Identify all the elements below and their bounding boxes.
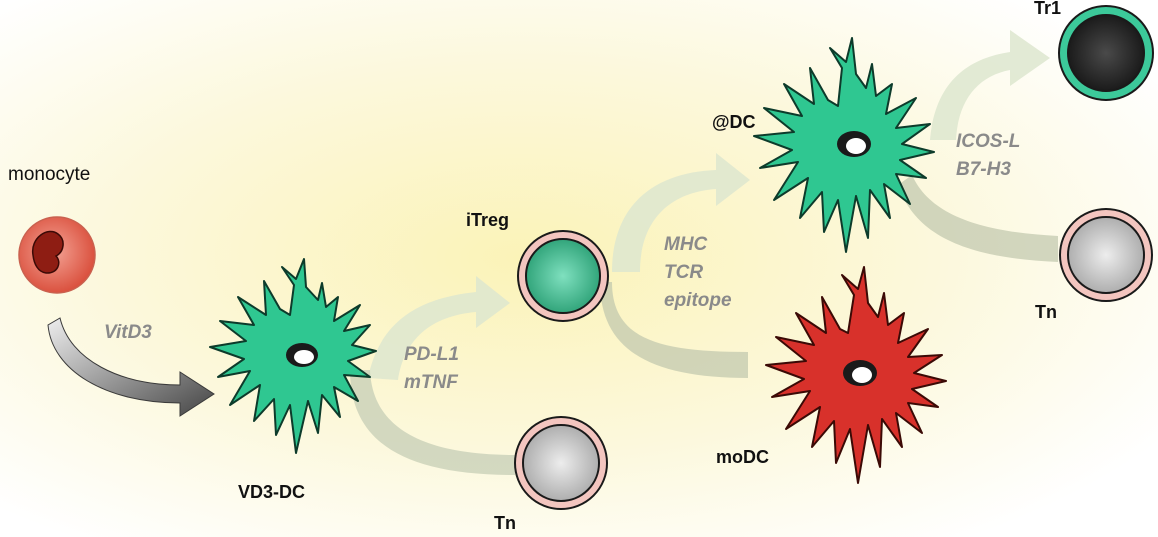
- label-epitope: epitope: [664, 290, 732, 311]
- label-tn-right: Tn: [1035, 302, 1057, 322]
- arrow-itreg-to-modc: [600, 282, 748, 378]
- atdc-cell: [753, 37, 935, 253]
- label-vitd3: VitD3: [104, 322, 152, 343]
- arrow-vd3dc-to-itreg: [368, 276, 510, 380]
- label-tn-bottom: Tn: [494, 513, 516, 533]
- label-vd3dc: VD3-DC: [238, 482, 305, 502]
- arrow-itreg-to-atdc: [612, 153, 750, 272]
- label-itreg: iTreg: [466, 210, 509, 230]
- itreg-cell: [517, 230, 609, 322]
- monocyte-cell: [18, 216, 96, 294]
- arrow-vd3dc-to-tn: [350, 370, 515, 475]
- label-pdl1: PD-L1: [404, 344, 459, 365]
- label-modc: moDC: [716, 447, 769, 467]
- vd3-dc-cell: [209, 258, 377, 454]
- label-atdc: @DC: [712, 112, 756, 132]
- label-tcr: TCR: [664, 262, 703, 283]
- label-mtnf: mTNF: [404, 372, 459, 393]
- label-monocyte: monocyte: [8, 164, 90, 185]
- vitd3-arrow: [47, 317, 215, 417]
- tn-cell-bottom: [514, 416, 608, 510]
- arrow-atdc-to-tn: [898, 175, 1058, 262]
- label-tr1: Tr1: [1034, 0, 1061, 18]
- modc-cell: [765, 266, 947, 484]
- label-mhc: MHC: [664, 234, 708, 255]
- label-b7h3: B7-H3: [956, 159, 1011, 180]
- arrow-atdc-to-tr1: [930, 30, 1050, 140]
- label-icosl: ICOS-L: [956, 131, 1020, 152]
- tr1-cell: [1058, 5, 1154, 101]
- tn-cell-right: [1059, 208, 1153, 302]
